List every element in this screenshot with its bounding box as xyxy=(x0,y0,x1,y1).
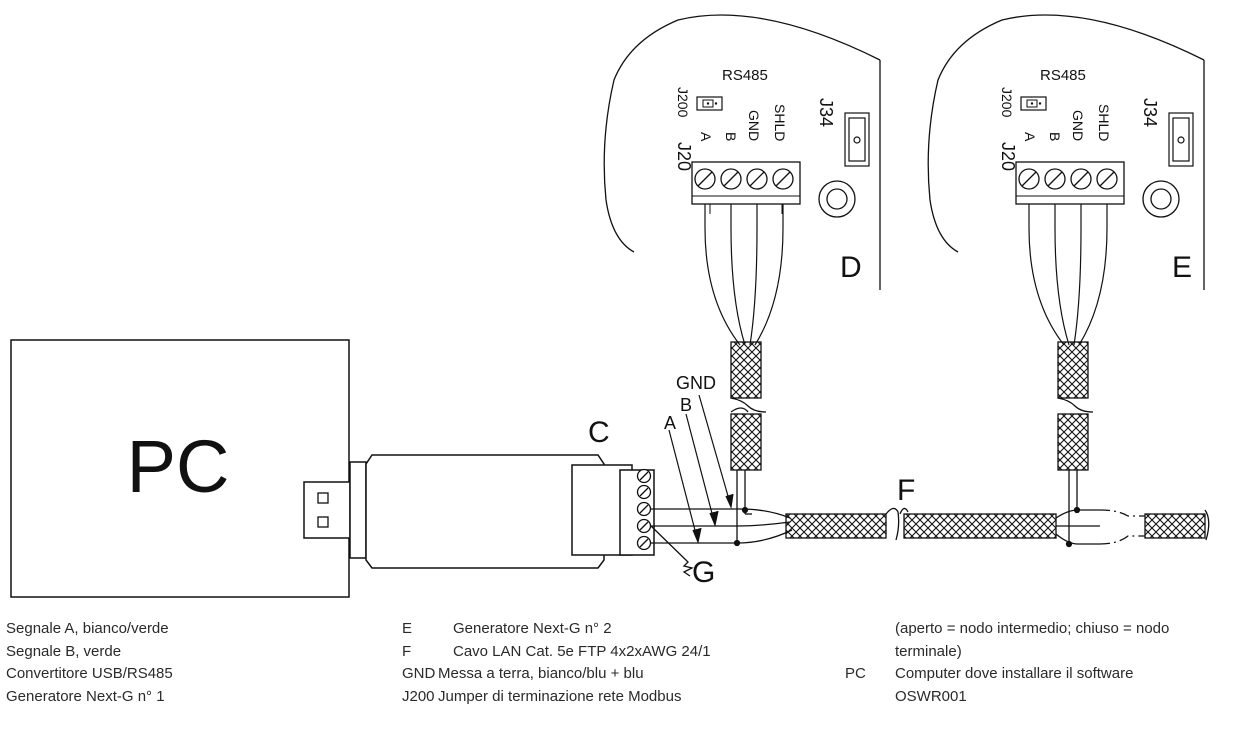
wire-label-b: B xyxy=(680,395,692,415)
terminal-block-icon xyxy=(691,161,801,214)
converter-body xyxy=(365,454,605,569)
cable-label: F xyxy=(897,474,915,507)
legend-key: J200 xyxy=(402,687,435,705)
terminator-resistor-icon xyxy=(650,525,694,577)
jumper-label: J200 xyxy=(999,87,1015,118)
legend-col1: Segnale A, bianco/verde Segnale B, verde… xyxy=(6,618,173,708)
legend-text: Generatore Next-G n° 2 xyxy=(453,620,612,637)
cable-segment-2 xyxy=(903,513,1057,539)
j34-connector-icon xyxy=(1168,112,1194,167)
legend-item: OSWR001 xyxy=(895,687,967,705)
pin-label: A xyxy=(1022,132,1038,142)
legend-item: Generatore Next-G n° 1 xyxy=(6,687,165,705)
bus-label: RS485 xyxy=(722,67,768,84)
legend-item: terminale) xyxy=(895,642,962,660)
mounting-hole-icon xyxy=(818,180,856,218)
pin-label: B xyxy=(1047,132,1063,141)
pin-label: SHLD xyxy=(772,104,788,141)
bus-wires xyxy=(651,470,793,547)
aux-connector-label: J34 xyxy=(1140,98,1160,127)
pc-label: PC xyxy=(127,425,230,508)
terminator-label: G xyxy=(692,556,715,589)
wire-label-a: A xyxy=(664,413,676,433)
converter-label: C xyxy=(588,416,610,449)
jumper-label: J200 xyxy=(675,87,691,118)
legend-key: F xyxy=(402,642,412,660)
jumper-icon xyxy=(1020,96,1047,111)
legend-item: E Generatore Next-G n° 2 xyxy=(402,618,711,641)
cable-segment-1 xyxy=(785,513,887,539)
pin-label: GND xyxy=(746,110,762,141)
legend-col3: (aperto = nodo intermedio; chiuso = nodo… xyxy=(845,618,1170,708)
generator-label: E xyxy=(1172,251,1192,284)
bus-label: RS485 xyxy=(1040,67,1086,84)
pin-label: SHLD xyxy=(1096,104,1112,141)
wire-annotations xyxy=(668,394,734,545)
legend-text: Jumper di terminazione rete Modbus xyxy=(438,687,682,705)
generator-e: RS485 J200 J20 A B GND SHLD J34 xyxy=(927,14,1205,471)
legend-col2: E Generatore Next-G n° 2 F Cavo LAN Cat. 5… xyxy=(402,618,711,708)
aux-connector-label: J34 xyxy=(816,98,836,127)
legend-text: Computer dove installare il software xyxy=(895,665,1134,682)
generator-d: RS485 J200 J20 A B GND SHLD J34 xyxy=(603,6,881,471)
terminal-block-icon xyxy=(1015,161,1125,205)
generator-label: D xyxy=(840,251,862,284)
legend-key: GND xyxy=(402,665,436,682)
j34-connector-icon xyxy=(844,112,870,167)
legend-item: PC Computer dove installare il software xyxy=(845,663,1169,686)
jumper-icon xyxy=(696,96,723,111)
legend-text: Cavo LAN Cat. 5e FTP 4x2xAWG 24/1 xyxy=(453,642,711,660)
legend-item: Segnale B, verde xyxy=(6,642,122,660)
converter-terminal-icon xyxy=(636,468,652,551)
legend-item: (aperto = nodo intermedio; chiuso = nodo xyxy=(895,620,1170,637)
legend-key: E xyxy=(402,620,413,637)
connector-label: J20 xyxy=(674,142,694,171)
pin-label: A xyxy=(698,132,714,142)
pin-label: B xyxy=(723,132,739,141)
connector-label: J20 xyxy=(998,142,1018,171)
wire-label-gnd: GND xyxy=(676,373,716,393)
legend-item: F Cavo LAN Cat. 5e FTP 4x2xAWG 24/1 xyxy=(402,641,711,664)
legend-text: Messa a terra, bianco/blu + blu xyxy=(438,665,644,682)
legend-item: Convertitore USB/RS485 xyxy=(6,665,173,682)
pin-label: GND xyxy=(1070,110,1086,141)
pc-box xyxy=(10,339,350,598)
mounting-hole-icon xyxy=(1142,180,1180,218)
usb-plug-icon xyxy=(303,461,367,559)
legend-item: Segnale A, bianco/verde xyxy=(6,620,169,637)
legend-key: PC xyxy=(845,665,866,682)
